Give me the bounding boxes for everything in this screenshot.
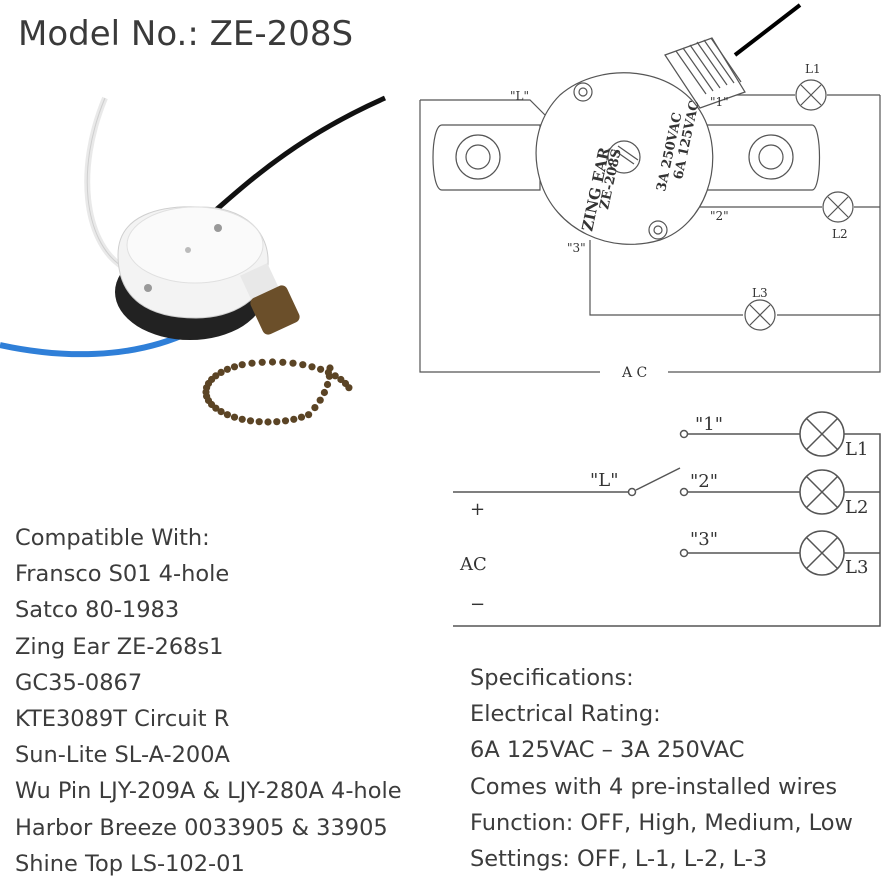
chain-bead xyxy=(268,358,277,366)
chain-bead xyxy=(281,417,290,425)
chain-bead xyxy=(316,396,324,404)
chain-bead xyxy=(238,361,246,369)
bottom-lamp-2-label: L2 xyxy=(845,497,868,518)
bottom-terminal-L: "L" xyxy=(590,470,619,491)
spec-line: Comes with 4 pre-installed wires xyxy=(470,773,838,800)
chain-bead xyxy=(323,380,332,389)
chain-bead xyxy=(264,418,272,426)
chain-bead xyxy=(217,368,225,376)
chain-bead xyxy=(217,408,225,416)
chain-bead xyxy=(331,372,339,380)
bead-chain xyxy=(202,358,353,426)
chain-bead xyxy=(258,358,266,366)
spec-line: Function: OFF, High, Medium, Low xyxy=(470,809,853,836)
bottom-ac-label: AC xyxy=(459,554,487,575)
chain-bead xyxy=(320,388,328,397)
chain-bead xyxy=(308,363,316,371)
chain-bead xyxy=(273,418,281,426)
list-item: Satco 80-1983 xyxy=(15,597,180,624)
chain-bead xyxy=(317,365,325,373)
list-item: KTE3089T Circuit R xyxy=(15,706,230,733)
top-terminal-2: "2" xyxy=(710,209,729,223)
chain-bead xyxy=(223,365,231,373)
compatibility-list: Compatible With: Fransco S01 4-hole Satc… xyxy=(15,520,402,882)
bottom-wiring-diagram xyxy=(453,411,881,627)
specifications-list: Specifications: Electrical Rating: 6A 12… xyxy=(470,660,853,877)
specifications-heading: Specifications: xyxy=(470,665,634,691)
chain-bead xyxy=(289,359,297,367)
bottom-lamp-3-label: L3 xyxy=(845,557,868,578)
spec-line: Electrical Rating: xyxy=(470,701,661,728)
list-item: Wu Pin LJY-209A & LJY-280A 4-hole xyxy=(15,778,402,805)
top-terminal-1: "1" xyxy=(710,95,729,109)
chain-bead xyxy=(311,404,319,412)
top-lamp-1-label: L1 xyxy=(805,62,821,76)
bottom-terminal-3: "3" xyxy=(690,529,718,550)
list-item: Fransco S01 4-hole xyxy=(15,561,230,588)
chain-bead xyxy=(297,413,306,421)
list-item: Shine Top LS-102-01 xyxy=(15,850,245,877)
chain-bead xyxy=(279,358,287,366)
spec-line: Settings: OFF, L-1, L-2, L-3 xyxy=(470,846,768,873)
chain-bead xyxy=(345,384,353,392)
spec-line: 6A 125VAC – 3A 250VAC xyxy=(470,737,745,764)
chain-bead xyxy=(255,418,263,426)
list-item: Harbor Breeze 0033905 & 33905 xyxy=(15,814,388,841)
model-title: Model No.: ZE-208S xyxy=(18,14,354,54)
chain-bead xyxy=(248,359,256,367)
chain-bead xyxy=(230,363,239,371)
top-ac-label: A C xyxy=(621,365,647,381)
bottom-terminal-1: "1" xyxy=(695,414,723,435)
top-wiring-diagram xyxy=(419,3,881,373)
chain-bead xyxy=(230,413,239,421)
chain-bead xyxy=(299,361,307,369)
top-terminal-L: "L" xyxy=(510,89,529,103)
chain-bead xyxy=(324,368,332,376)
chain-bead xyxy=(223,411,231,419)
top-lamp-2-label: L2 xyxy=(832,227,848,241)
bottom-lamp-1-label: L1 xyxy=(845,439,868,460)
bottom-plus-label: + xyxy=(470,499,485,520)
compatibility-heading: Compatible With: xyxy=(15,525,210,551)
switch-photo xyxy=(0,95,387,426)
chain-bead xyxy=(212,372,220,380)
top-terminal-3: "3" xyxy=(567,241,586,255)
list-item: GC35-0867 xyxy=(15,669,143,696)
bottom-minus-label: − xyxy=(470,594,485,615)
chain-bead xyxy=(238,415,246,423)
chain-bead xyxy=(305,411,313,419)
list-item: Sun-Lite SL-A-200A xyxy=(15,742,230,769)
list-item: Zing Ear ZE-268s1 xyxy=(15,633,224,660)
top-lamp-3-label: L3 xyxy=(752,286,768,300)
chain-bead xyxy=(246,417,255,425)
bottom-terminal-2: "2" xyxy=(690,471,718,492)
chain-bead xyxy=(290,415,298,423)
